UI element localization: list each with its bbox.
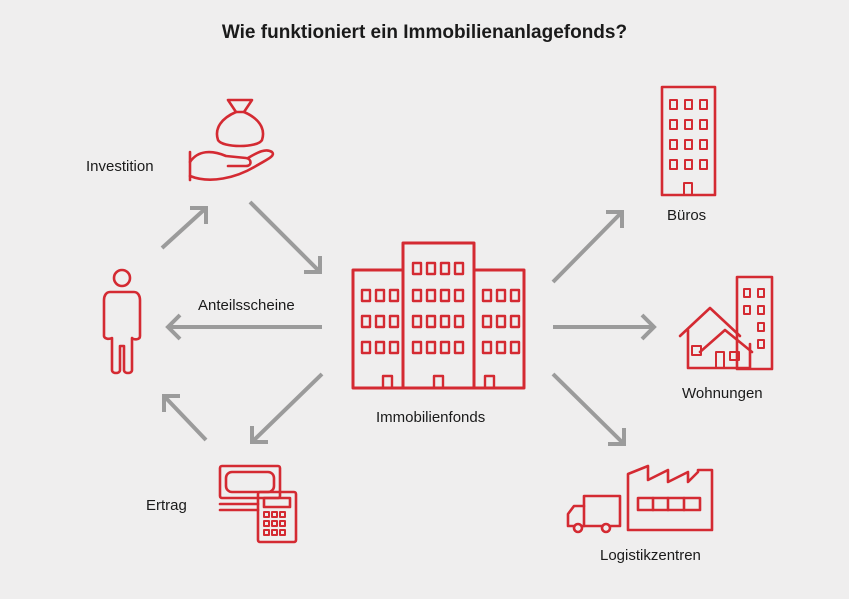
truck-factory-icon [566,464,714,534]
arrow-investition-to-fonds [248,200,322,274]
person-icon [102,268,142,375]
arrow-fonds-to-person-anteilsscheine [165,313,322,341]
label-bueros: Büros [667,207,707,224]
diagram-title: Wie funktioniert ein Immobilienanlagefon… [221,22,628,43]
label-immobilienfonds: Immobilienfonds [376,409,486,426]
label-investition: Investition [86,158,154,175]
money-bag-hand-icon [188,98,275,182]
label-ertrag: Ertrag [146,497,187,514]
arrow-fonds-to-bueros [551,210,624,284]
label-wohnungen: Wohnungen [682,385,763,402]
arrow-fonds-to-wohnungen [553,313,657,341]
arrow-person-to-investition [160,206,208,250]
label-logistikzentren: Logistikzentren [600,547,701,564]
buildings-icon [351,241,526,390]
arrow-fonds-to-logistik [551,372,626,446]
arrow-fonds-to-ertrag [250,372,324,444]
label-anteilsscheine: Anteilsscheine [198,297,295,314]
house-apartment-icon [678,275,774,371]
cash-calculator-icon [218,464,298,544]
arrow-ertrag-to-person [162,394,208,442]
office-tower-icon [660,85,717,197]
